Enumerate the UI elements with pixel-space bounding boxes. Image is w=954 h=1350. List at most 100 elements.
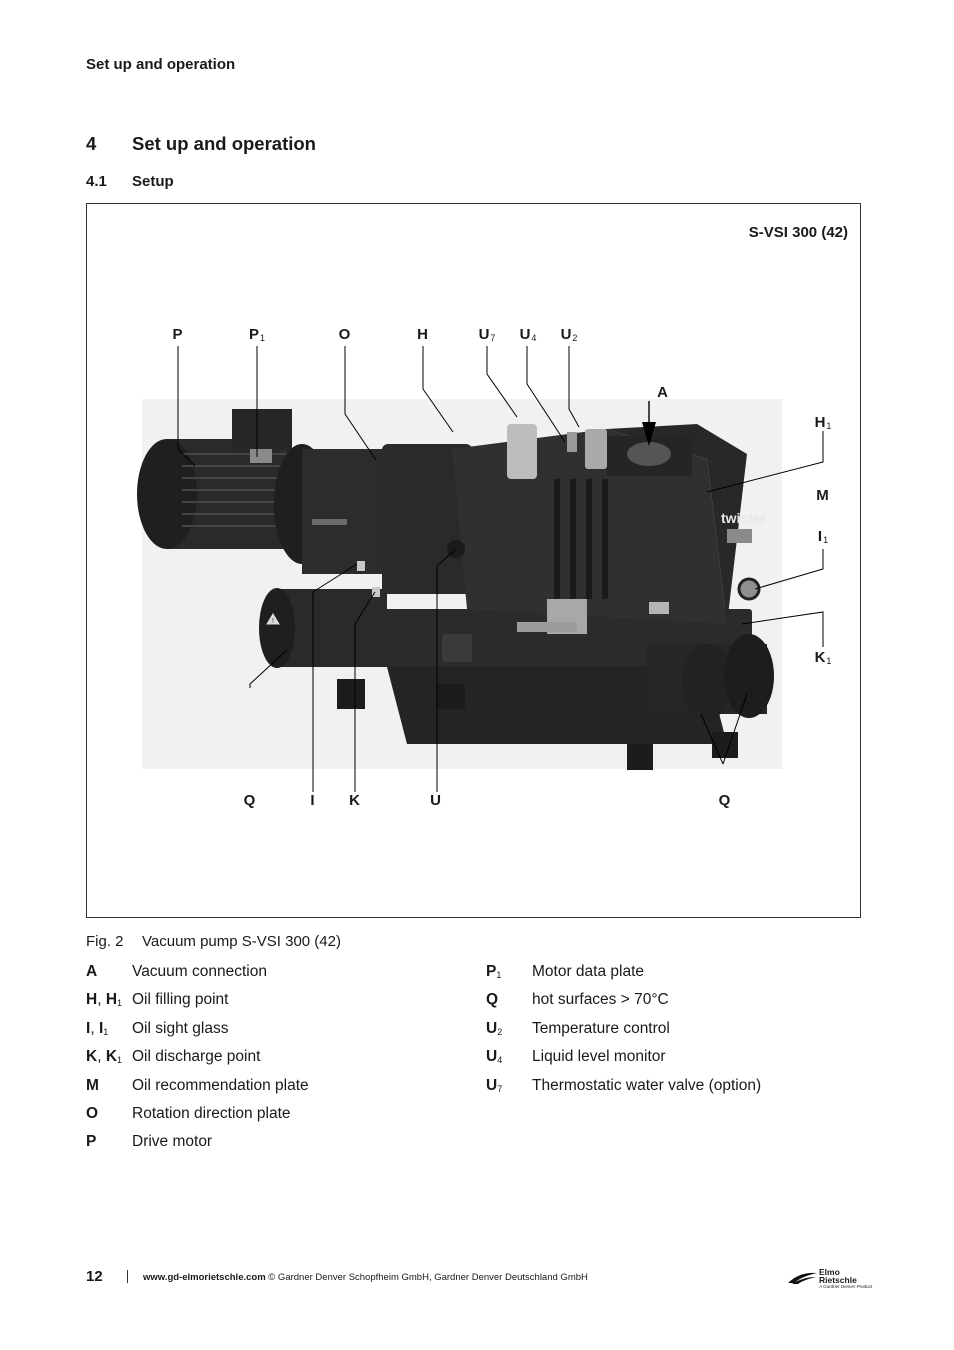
pump-body: twister	[357, 424, 767, 634]
legend-text: Temperature control	[532, 1019, 670, 1037]
callout-A: A	[657, 384, 668, 401]
legend-text: Vacuum connection	[132, 963, 267, 980]
leader-I1	[754, 549, 824, 590]
leader-P	[177, 346, 196, 467]
legend-key: Q	[486, 991, 499, 1009]
figure-frame: S-VSI 300 (42) !	[86, 203, 861, 918]
leader-K1	[741, 611, 824, 647]
callout-Q-right: Q	[718, 792, 731, 809]
hot-surface-warning-icon	[266, 613, 280, 625]
legend-key: M	[86, 1076, 99, 1094]
drive-motor	[137, 409, 292, 549]
callout-P1: P1	[248, 326, 266, 343]
section-title: Setup	[132, 173, 174, 190]
page-footer: 12 www.gd-elmorietschle.com © Gardner De…	[86, 1267, 872, 1290]
legend-row: U2 Temperature control	[486, 1020, 761, 1048]
footer-url-link[interactable]: www.gd-elmorietschle.com	[143, 1272, 266, 1283]
leader-H	[422, 346, 454, 433]
leader-lines	[177, 346, 824, 792]
legend-key: A	[86, 963, 98, 980]
legend-key: P1	[486, 963, 502, 980]
legend-key: H, H1	[86, 991, 123, 1009]
leader-H1	[706, 431, 824, 493]
legend-text: Oil recommendation plate	[132, 1076, 309, 1094]
callout-M: M	[816, 487, 829, 504]
callout-U7: U7	[478, 326, 496, 343]
legend-text: Oil discharge point	[132, 1048, 261, 1066]
twister-badge: twister	[721, 510, 767, 526]
exhaust-filter-caps	[647, 634, 774, 720]
legend-text: Drive motor	[132, 1133, 213, 1151]
footer-divider	[127, 1270, 128, 1283]
vacuum-connection-arrow	[642, 401, 656, 446]
footer-text: www.gd-elmorietschle.com © Gardner Denve…	[143, 1272, 588, 1283]
callout-U4: U4	[519, 326, 537, 343]
logo-line-2: Rietschle	[819, 1275, 857, 1285]
legend-row: O Rotation direction plate	[86, 1105, 309, 1133]
leader-U4	[526, 346, 566, 443]
legend-row: P Drive motor	[86, 1133, 309, 1161]
twister-badge-text: twister	[721, 510, 767, 526]
chapter-number: 4	[86, 133, 97, 154]
legend-row: A Vacuum connection	[86, 963, 309, 991]
legend-row: M Oil recommendation plate	[86, 1077, 309, 1105]
callout-K1: K1	[814, 649, 832, 666]
legend-row: U4 Liquid level monitor	[486, 1048, 761, 1076]
vacuum-pump-illustration: !	[137, 346, 824, 792]
callout-U2: U2	[560, 326, 578, 343]
callout-H: H	[417, 326, 428, 343]
logo-tagline: A Gardner Denver Product	[819, 1284, 873, 1289]
figure-number: Fig. 2	[86, 933, 124, 950]
svg-text:!: !	[272, 618, 274, 625]
running-header: Set up and operation	[86, 56, 236, 73]
legend-row: P1 Motor data plate	[486, 963, 761, 991]
callout-K: K	[349, 792, 360, 809]
figure-caption: Fig. 2 Vacuum pump S-VSI 300 (42)	[86, 933, 341, 950]
chapter-heading: 4 Set up and operation	[86, 133, 316, 155]
leader-U	[436, 548, 457, 792]
callout-P: P	[172, 326, 183, 343]
logo-swoosh-icon	[788, 1272, 817, 1284]
oil-separator-tank: !	[259, 588, 387, 668]
legend-text: Rotation direction plate	[132, 1104, 291, 1122]
figure-caption-text: Vacuum pump S-VSI 300 (42)	[142, 933, 341, 950]
legend-key: P	[86, 1133, 97, 1151]
legend-key: I, I1	[86, 1019, 109, 1037]
leader-I	[312, 563, 358, 792]
legend-key: U4	[486, 1048, 503, 1066]
coupling-housing	[274, 444, 392, 574]
legend-text: hot surfaces > 70°C	[532, 991, 669, 1009]
leader-Q-right-a	[700, 713, 724, 765]
legend-text: Motor data plate	[532, 963, 645, 980]
legend-text: Thermostatic water valve (option)	[532, 1076, 762, 1094]
legend-row: K, K1 Oil discharge point	[86, 1048, 309, 1076]
leader-O	[344, 346, 377, 461]
legend-key: U2	[486, 1019, 503, 1037]
callout-U: U	[430, 792, 441, 809]
leader-U2	[568, 346, 580, 428]
footer-copyright: © Gardner Denver Schopfheim GmbH, Gardne…	[265, 1272, 588, 1283]
leader-Q-right-b	[722, 693, 748, 765]
leader-Q-left	[249, 649, 288, 688]
callout-Q-left: Q	[243, 792, 256, 809]
callout-I1: I1	[817, 528, 829, 545]
elmo-rietschle-logo: Elmo Rietschle A Gardner Denver Product	[786, 1267, 872, 1290]
base-frame	[302, 609, 752, 770]
logo-line-1: Elmo	[819, 1267, 840, 1277]
legend-key: O	[86, 1104, 99, 1122]
callout-O: O	[338, 326, 351, 343]
leader-U7	[486, 346, 518, 418]
callout-I: I	[310, 792, 315, 809]
legend-key: K, K1	[86, 1048, 123, 1066]
callout-H1: H1	[814, 414, 832, 431]
legend-text: Oil sight glass	[132, 1019, 229, 1037]
legend-row: U7 Thermostatic water valve (option)	[486, 1077, 761, 1105]
chapter-title: Set up and operation	[132, 133, 316, 154]
legend-text: Liquid level monitor	[532, 1048, 666, 1066]
legend-key: U7	[486, 1076, 503, 1094]
